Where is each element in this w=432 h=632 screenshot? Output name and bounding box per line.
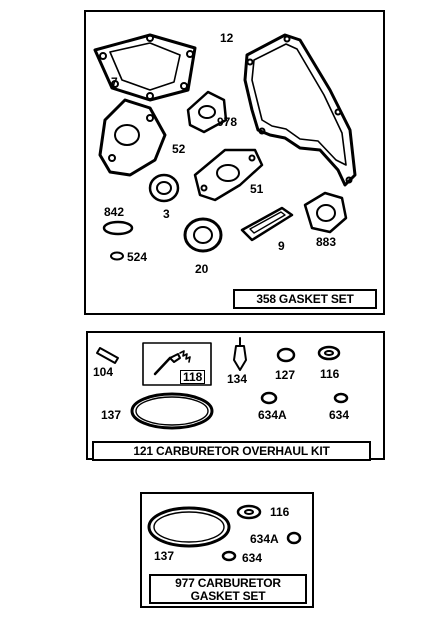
callout-978: 978 — [217, 115, 238, 129]
gasket-set-panel — [84, 10, 385, 315]
callout-20: 20 — [195, 262, 209, 276]
callout-524: 524 — [127, 250, 148, 264]
bowl-gasket-part-137-b — [149, 508, 229, 546]
seat-part-127 — [278, 349, 294, 361]
callout-116-b: 116 — [270, 505, 290, 519]
washer-part-524 — [111, 253, 123, 260]
callout-842: 842 — [104, 205, 125, 219]
seal-part-634-b — [223, 552, 235, 560]
o-ring-part-842 — [104, 222, 132, 234]
bowl-gasket-part-137 — [132, 394, 212, 428]
callout-127: 127 — [275, 368, 296, 382]
gasket-part-883 — [305, 193, 346, 232]
oil-seal-part-3 — [150, 175, 178, 201]
washer-part-116 — [319, 347, 339, 359]
flange-gasket-part-51 — [195, 150, 262, 200]
seal-part-634a — [262, 393, 276, 403]
callout-137: 137 — [101, 408, 122, 422]
pin-part-104 — [97, 348, 118, 363]
callout-134: 134 — [227, 372, 248, 386]
oil-seal-part-20 — [185, 219, 221, 251]
callout-883: 883 — [316, 235, 337, 249]
head-gasket-part-7 — [95, 35, 195, 100]
breather-gasket-part-52 — [100, 100, 165, 175]
callout-634a: 634A — [258, 408, 287, 422]
callout-116: 116 — [320, 367, 340, 381]
callout-12: 12 — [220, 31, 234, 45]
carb-gasket-set-title-line2: GASKET SET — [190, 589, 266, 603]
carb-gasket-set-title-line1: 977 CARBURETOR — [175, 576, 281, 590]
callout-634-b: 634 — [242, 551, 263, 565]
callout-9: 9 — [278, 239, 285, 253]
callout-51: 51 — [250, 182, 264, 196]
callout-52: 52 — [172, 142, 186, 156]
callout-137-b: 137 — [154, 549, 175, 563]
callout-634a-b: 634A — [250, 532, 279, 546]
rect-gasket-part-9 — [242, 208, 292, 240]
seal-part-634 — [335, 394, 347, 402]
crankcase-gasket-part-12 — [245, 35, 355, 185]
seal-part-634a-b — [288, 533, 300, 543]
washer-part-116-b — [238, 506, 260, 518]
screw-part-118 — [143, 343, 211, 385]
carb-gasket-set-title: 977 CARBURETOR GASKET SET — [149, 574, 307, 604]
callout-104: 104 — [93, 365, 114, 379]
callout-634: 634 — [329, 408, 350, 422]
gasket-set-title: 358 GASKET SET — [233, 289, 377, 309]
callout-118: 118 — [180, 370, 206, 384]
intake-gasket-part-978 — [188, 92, 226, 132]
needle-part-134 — [234, 338, 246, 370]
callout-7: 7 — [111, 75, 118, 89]
carb-gasket-set-panel — [140, 492, 314, 608]
overhaul-kit-title: 121 CARBURETOR OVERHAUL KIT — [92, 441, 371, 461]
callout-3: 3 — [163, 207, 170, 221]
